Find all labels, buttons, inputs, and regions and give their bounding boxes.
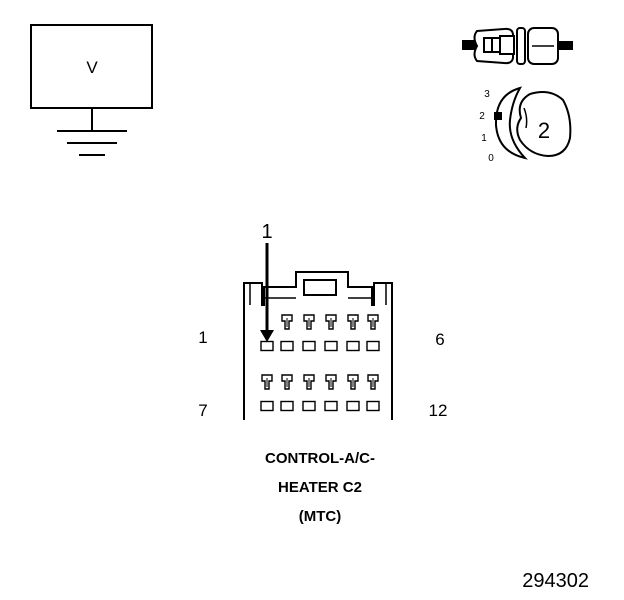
pin-label-top-left: 1 [198,328,207,347]
connector-name-line-1: CONTROL-A/C- [265,450,375,467]
switch-position-0: 0 [488,153,494,164]
voltmeter-symbol: V [86,58,98,77]
switch-selected-position: 2 [538,118,550,143]
pin-label-bottom-left: 7 [198,401,207,420]
switch-position-3: 3 [484,89,490,100]
ignition-switch-icon: 2 3 2 1 0 [479,86,572,164]
connector-name-line-3: (MTC) [299,508,341,525]
voltmeter: V [30,24,153,156]
pin-label-top-right: 6 [435,330,444,349]
figure-number: 294302 [522,570,589,592]
connector-face [243,271,393,420]
pin-pointer-arrow [260,243,274,342]
voltmeter-box [30,24,153,109]
connector-name-line-2: HEATER C2 [278,479,362,496]
ground-icon [57,108,127,156]
pointer-label: 1 [261,221,272,243]
probe-connector-icon [462,27,573,65]
pin-label-bottom-right: 12 [429,401,448,420]
switch-position-2: 2 [479,111,485,122]
switch-position-1: 1 [481,133,487,144]
